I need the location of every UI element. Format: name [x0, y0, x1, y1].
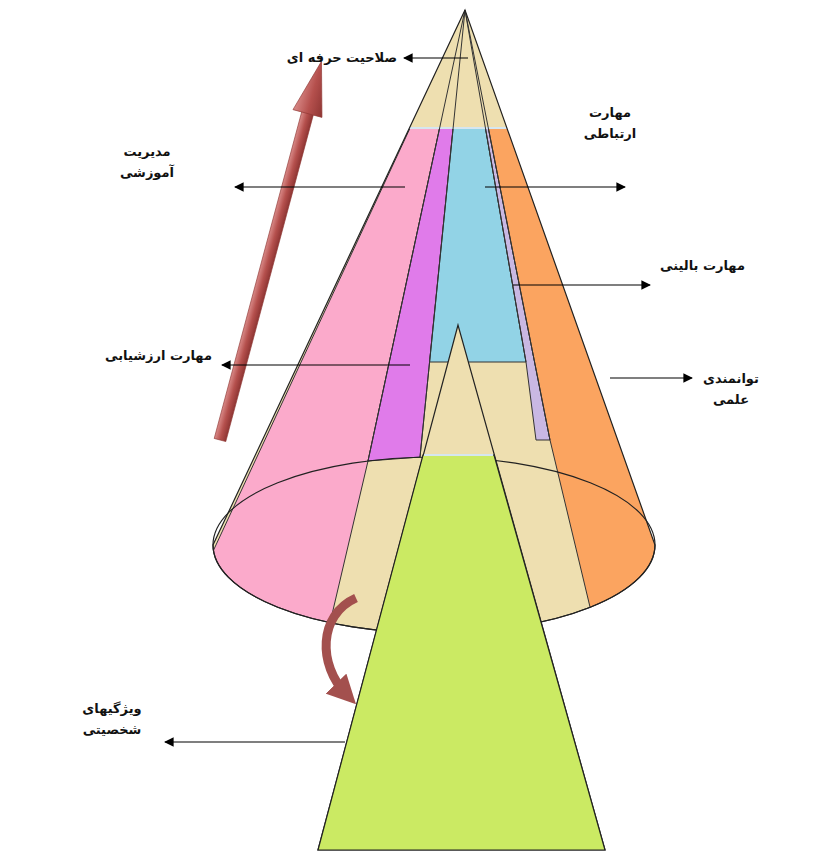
- segment-label: ویژگیهای شخصیتی: [72, 699, 152, 741]
- segment-line: [465, 10, 526, 362]
- inner-triangle: [318, 325, 605, 850]
- segment-label: مهارت ارتباطی: [575, 103, 645, 145]
- green-base: [318, 455, 605, 850]
- leader-arrow: [513, 284, 650, 285]
- segment-label: توانمندی علمی: [700, 369, 762, 411]
- leader-arrow: [610, 377, 692, 378]
- leader-arrow: [222, 364, 410, 365]
- leader-arrow: [235, 186, 405, 187]
- growth-arrow: [206, 57, 336, 443]
- segment-label: مدیریت آموزشی: [107, 142, 187, 184]
- leader-arrow: [165, 741, 345, 742]
- curved-arrow: [326, 598, 356, 694]
- segment-label: مهارت ارزشیابی: [105, 346, 212, 367]
- leader-arrow: [485, 186, 625, 187]
- band-separator: [424, 454, 493, 456]
- segment-label: مهارت بالینی: [660, 256, 745, 277]
- segment-line: [465, 10, 550, 440]
- top-band: [0, 0, 819, 128]
- segment-label: صلاحیت حرفه ای: [287, 48, 397, 69]
- leader-arrow: [404, 57, 468, 58]
